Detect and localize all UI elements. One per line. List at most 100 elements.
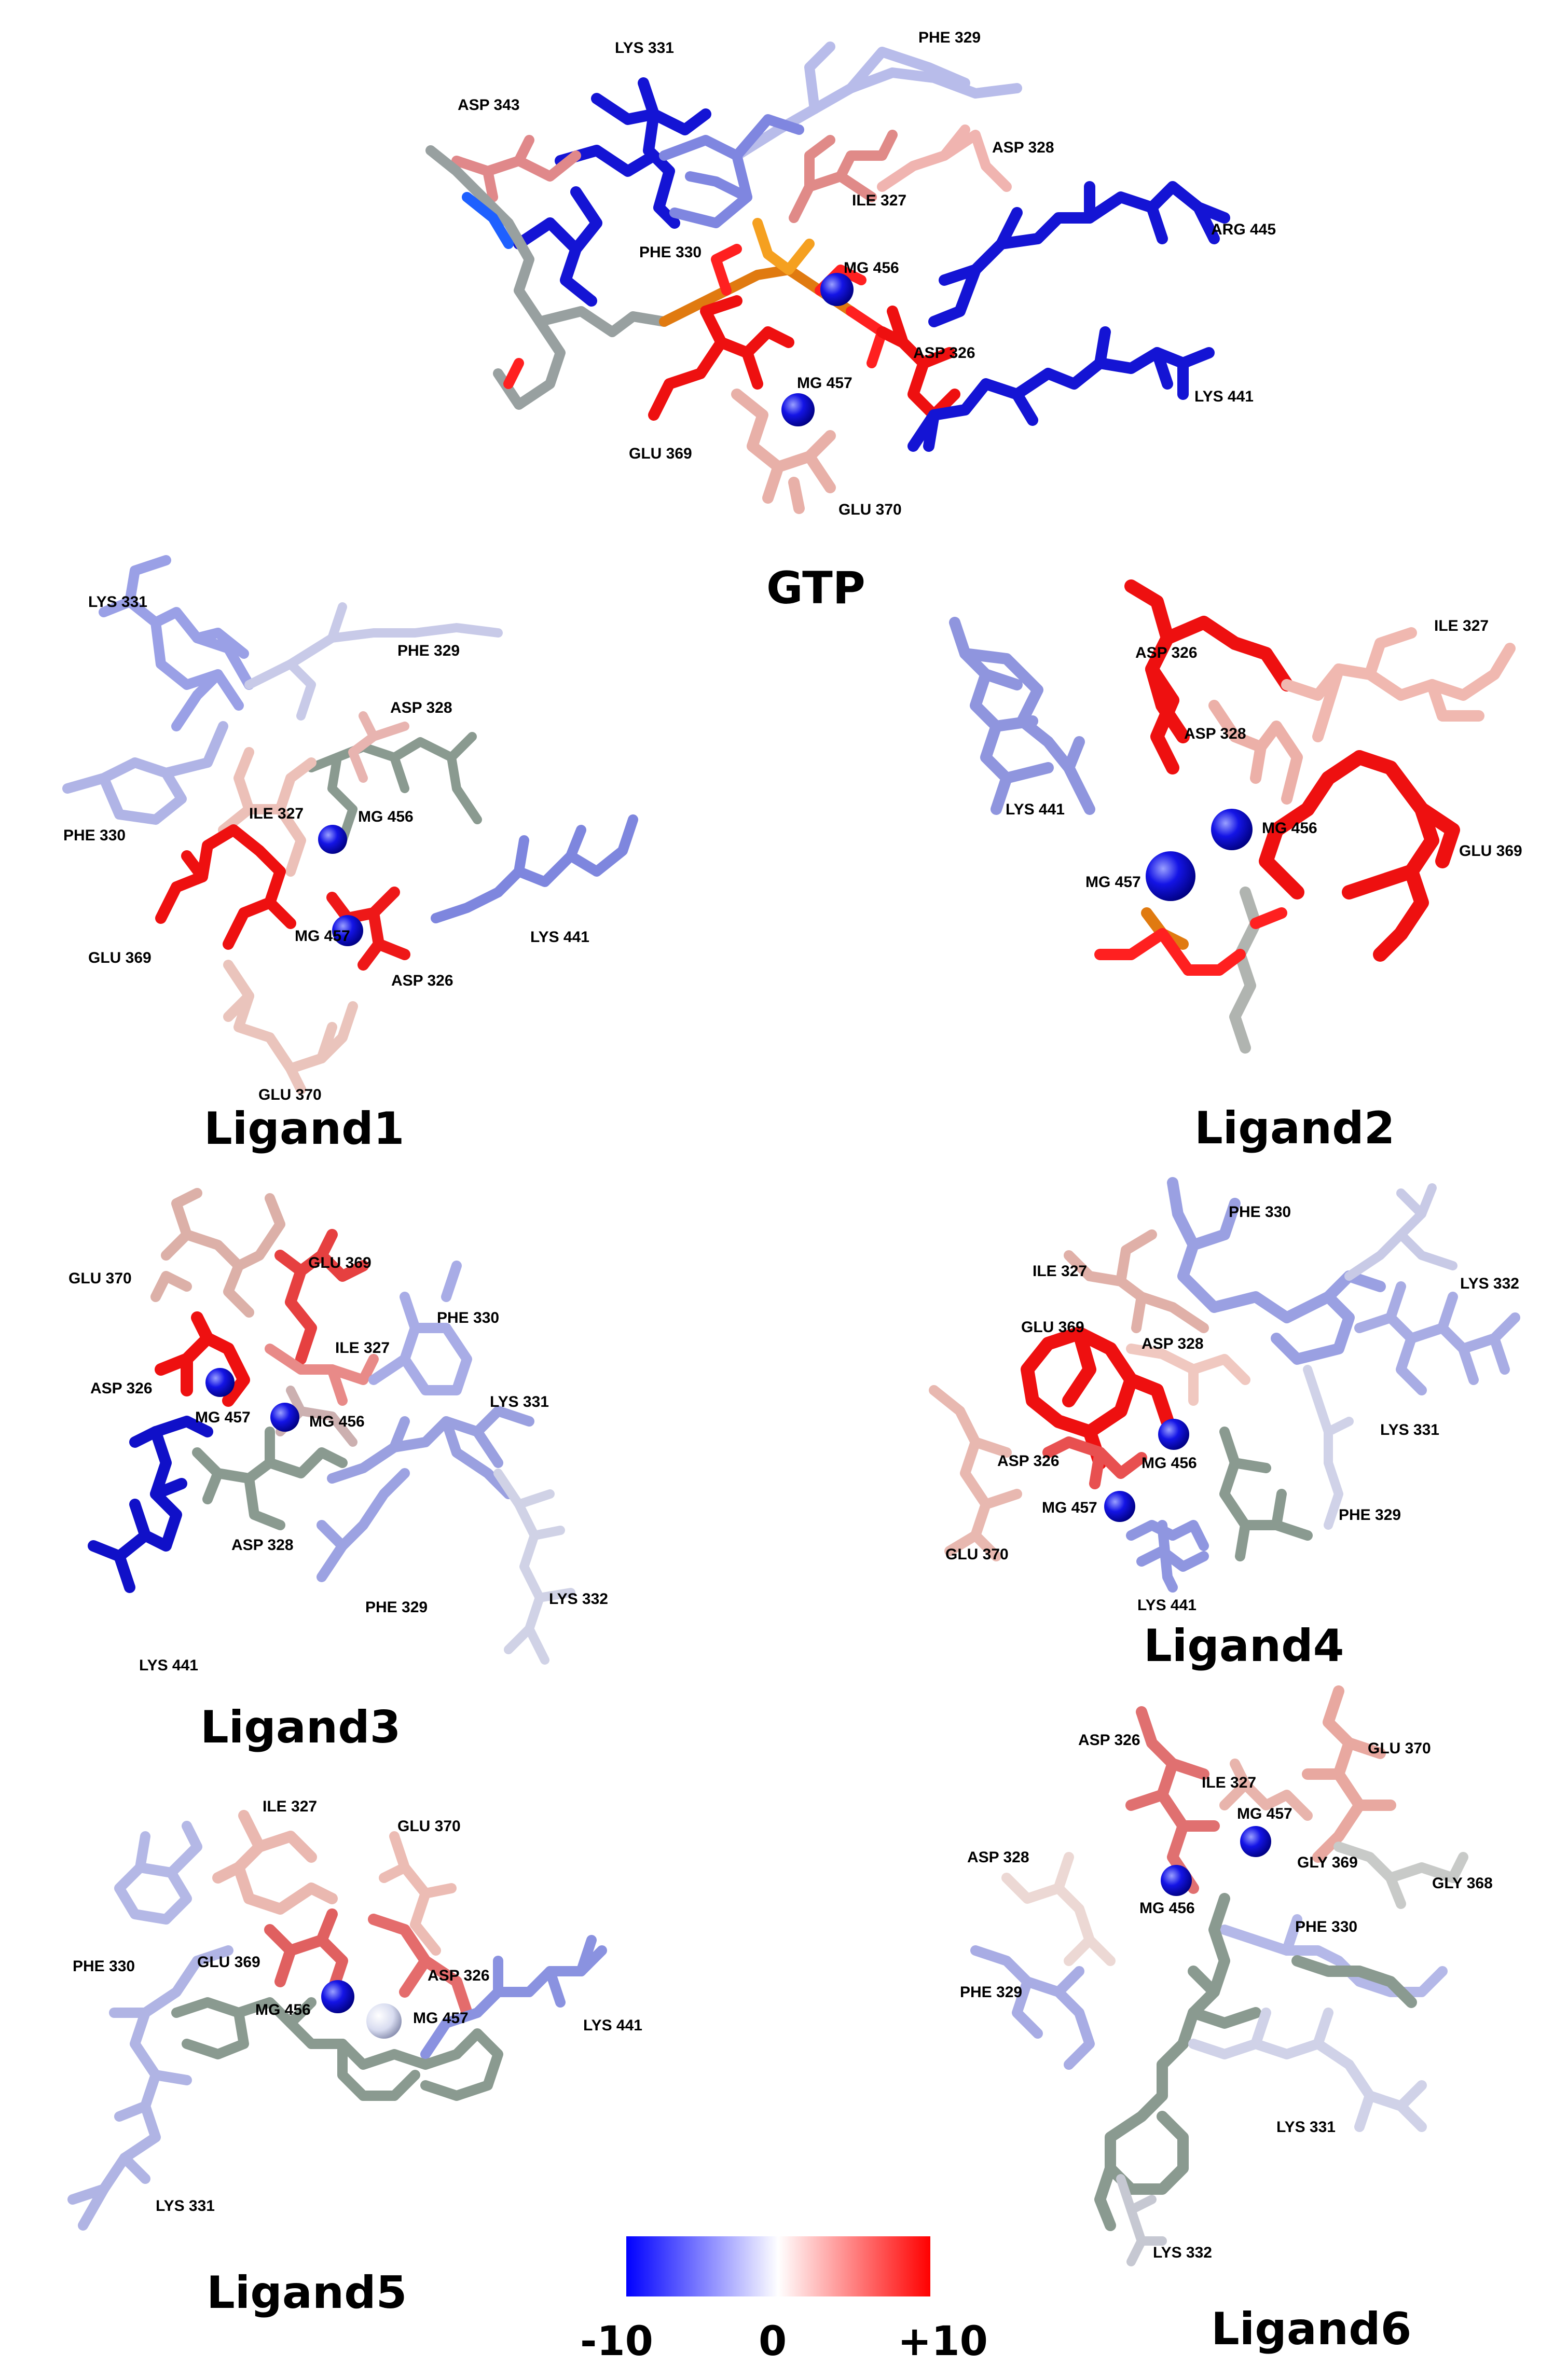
residue-label: MG 457: [1237, 1805, 1292, 1822]
residue-phe330-sticks: [1219, 1914, 1448, 1997]
residue-label: LYS 331: [615, 39, 674, 57]
mg456-ion: [318, 825, 347, 854]
residue-lys332-sticks: [493, 1469, 575, 1665]
colorbar-tick-max: +10: [898, 2318, 988, 2365]
residue-label: ASP 326: [997, 1452, 1060, 1470]
mg456-ion: [270, 1403, 299, 1432]
residue-label: PHE 330: [1295, 1918, 1357, 1935]
mg457-ion: [1104, 1491, 1135, 1522]
residue-glu369-sticks: [648, 295, 794, 421]
mg457-ion: [1240, 1826, 1271, 1857]
residue-asp326-sticks: [1042, 1436, 1147, 1489]
residue-glu370-sticks: [223, 960, 358, 1095]
mg457-ion: [1146, 851, 1195, 901]
panel-ligand1: LYS 331 PHE 329 ASP 328 PHE 330 ILE 327 …: [62, 555, 638, 1155]
residue-label: LYS 332: [1153, 2244, 1212, 2261]
residue-label: MG 456: [1262, 820, 1317, 837]
residue-ile327-sticks: [265, 1344, 379, 1406]
mg457-ion: [332, 915, 363, 946]
residue-lys331-sticks: [1188, 2008, 1427, 2132]
panel-title: Ligand4: [1144, 1620, 1344, 1672]
residue-label: ASP 326: [913, 344, 975, 362]
residue-label: ASP 328: [390, 699, 452, 716]
residue-label: LYS 331: [490, 1393, 549, 1410]
residue-label: GLU 369: [1459, 842, 1522, 860]
residue-label: MG 457: [797, 375, 852, 392]
residue-lys332-sticks: [1344, 1183, 1457, 1281]
residue-label: PHE 329: [918, 29, 981, 46]
residue-labels: GLU 370 GLU 369 PHE 330 ILE 327 ASP 326 …: [68, 1254, 608, 1674]
residue-label: MG 456: [309, 1413, 365, 1430]
residue-labels: LYS 331 PHE 329 ASP 328 PHE 330 ILE 327 …: [63, 593, 589, 1103]
residue-label: LYS 331: [1276, 2119, 1336, 2136]
residue-phe329-sticks: [1303, 1365, 1354, 1530]
residue-label: ILE 327: [852, 192, 906, 209]
residue-label: LYS 332: [549, 1590, 608, 1608]
residue-asp326-sticks: [876, 306, 960, 421]
residue-label: ASP 343: [458, 96, 520, 114]
mg457-ion: [781, 393, 815, 426]
panel-gtp: LYS 331 PHE 329 ASP 343 ASP 328 ILE 327 …: [425, 29, 1276, 614]
residue-label: MG 456: [1142, 1455, 1197, 1472]
residue-label: ASP 326: [1078, 1732, 1140, 1749]
residue-label: ASP 328: [1184, 725, 1246, 742]
residue-asp328-sticks: [1001, 1852, 1116, 1966]
residue-label: ILE 327: [263, 1798, 317, 1815]
residue-phe329-sticks: [317, 1468, 410, 1582]
residue-label: GLU 370: [68, 1270, 132, 1287]
residue-ile327-sticks: [789, 130, 898, 223]
residue-asp326-sticks: [155, 1311, 250, 1407]
residue-glu369-sticks: [274, 1229, 369, 1365]
residue-label: PHE 330: [73, 1958, 135, 1975]
residue-glu369-sticks: [264, 1908, 348, 1998]
residue-label: ILE 327: [1202, 1774, 1256, 1791]
residue-label: PHE 330: [639, 244, 702, 261]
colorbar-tick-mid: 0: [759, 2318, 787, 2365]
residue-lys332-sticks: [1116, 2174, 1167, 2266]
residue-lys331-sticks: [327, 1406, 534, 1499]
residue-label: GLU 370: [945, 1546, 1009, 1563]
residue-lys331-sticks: [67, 1945, 233, 2231]
residue-phe329-sticks: [970, 1945, 1095, 2070]
residue-asp343-sticks: [451, 135, 581, 202]
residue-label: LYS 441: [1137, 1597, 1197, 1614]
residue-glu369-sticks: [1259, 750, 1460, 962]
residue-asp326-sticks: [368, 1914, 473, 2018]
residue-ile327-sticks: [1219, 1759, 1313, 1821]
residue-ile327-sticks: [212, 1810, 338, 1915]
residue-label: ASP 328: [992, 139, 1054, 156]
residue-label: GLU 369: [197, 1954, 260, 1971]
residue-asp326-sticks: [326, 887, 410, 971]
residue-label: ILE 327: [1033, 1263, 1087, 1280]
residue-label: GLU 369: [308, 1254, 372, 1271]
residue-glu370-sticks: [929, 1385, 1022, 1561]
residue-label: ASP 328: [231, 1537, 294, 1554]
residue-asp328-sticks: [877, 124, 1012, 192]
panel-title: Ligand6: [1211, 2303, 1412, 2355]
residue-label: ILE 327: [335, 1339, 390, 1357]
residue-label: MG 456: [844, 259, 899, 276]
residue-lys441-sticks: [88, 1416, 213, 1593]
residue-label: PHE 329: [397, 642, 460, 659]
residue-label: LYS 332: [1460, 1275, 1519, 1292]
residue-label: GLY 368: [1432, 1875, 1493, 1892]
residue-label: MG 457: [195, 1409, 251, 1426]
residue-label: PHE 329: [365, 1599, 428, 1616]
mg456-ion: [820, 273, 854, 306]
residue-label: GLU 369: [88, 949, 152, 966]
colorbar-gradient: [626, 2236, 930, 2296]
residue-phe330-sticks: [1167, 1177, 1386, 1365]
residue-glu370-sticks: [150, 1188, 285, 1318]
residue-labels: ILE 327 GLU 370 PHE 330 GLU 369 ASP 326 …: [73, 1798, 642, 2215]
mg457-ion: [366, 2003, 402, 2039]
residue-label: MG 457: [295, 928, 350, 945]
ligand4-sticks: [1219, 1427, 1313, 1561]
residue-lys441-sticks: [949, 617, 1095, 815]
ligand1-sticks: [307, 732, 482, 845]
residue-label: PHE 330: [63, 827, 126, 844]
panel-ligand4: PHE 330 ILE 327 LYS 332 GLU 369 ASP 328 …: [929, 1177, 1520, 1672]
residue-phe330-sticks: [659, 114, 804, 228]
residue-label: PHE 329: [960, 1984, 1022, 2001]
residue-arg445-sticks: [928, 181, 1230, 327]
